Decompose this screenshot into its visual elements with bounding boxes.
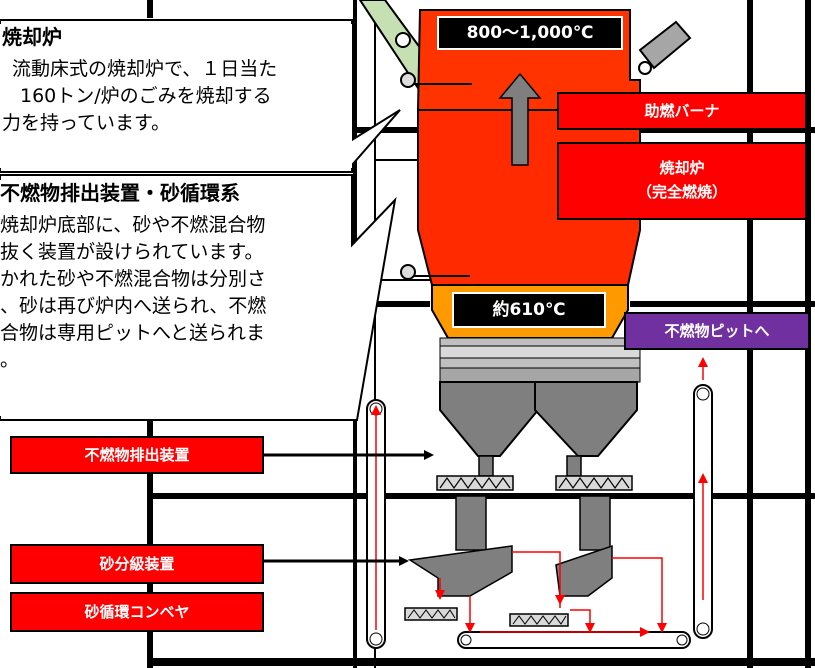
hopper-left	[439, 381, 539, 477]
classifier-right	[509, 613, 569, 627]
screen-left	[436, 475, 514, 491]
callout-body: 流動床式の焼却炉で、１日当た 160トン/炉のごみを焼却する 力を持っています。	[2, 56, 352, 137]
callout-title: 焼却炉	[2, 25, 62, 49]
callout-line: 合物は専用ピットへと送られま	[0, 322, 266, 344]
callout-line: 、砂は再び炉内へ送られ、不燃	[0, 295, 267, 317]
temp-label-top: 800〜1,000℃	[437, 16, 623, 50]
callout-discharge-system: 不燃物排出装置・砂循環系 焼却炉底部に、砂や不燃混合物 抜く装置が設けられていま…	[0, 180, 348, 416]
label-arrows	[264, 450, 434, 566]
flow-lines	[371, 357, 708, 637]
callout-body: 焼却炉底部に、砂や不燃混合物 抜く装置が設けられています。 かれた砂や不燃混合物…	[0, 212, 348, 374]
label-sand-conveyor: 砂循環コンベヤ	[10, 592, 264, 632]
callout-title: 不燃物排出装置・砂循環系	[0, 181, 240, 205]
burner-hardware	[638, 20, 692, 75]
to-pit-text: 不燃物ピットへ	[664, 322, 770, 340]
temp-mid-text: 約610℃	[492, 300, 566, 320]
screen-right	[555, 475, 633, 491]
temp-top-text: 800〜1,000℃	[466, 23, 594, 43]
callout-line: 焼却炉底部に、砂や不燃混合物	[0, 214, 266, 236]
burner-text: 助燃バーナ	[644, 102, 720, 120]
discharge-right	[555, 495, 613, 597]
label-furnace: 焼却炉 （完全燃焼）	[557, 142, 807, 220]
nozzle-upper	[400, 72, 472, 88]
callout-line: 。	[0, 349, 20, 371]
classifier-left	[404, 607, 458, 621]
callout-line: 流動床式の焼却炉で、１日当た	[12, 58, 278, 80]
temp-label-mid: 約610℃	[452, 292, 606, 328]
callout-line: かれた砂や不燃混合物は分別さ	[0, 268, 267, 290]
callout-line: 抜く装置が設けられています。	[0, 241, 264, 263]
label-burner: 助燃バーナ	[557, 92, 807, 130]
furnace-text-line1: 焼却炉	[659, 159, 705, 177]
nozzle-lower	[400, 264, 470, 280]
callout-incinerator: 焼却炉 流動床式の焼却炉で、１日当た 160トン/炉のごみを焼却する 力を持って…	[0, 24, 352, 168]
label-sand-classifier: 砂分級装置	[10, 544, 264, 584]
furnace-text-line2: （完全燃焼）	[636, 183, 727, 201]
flue-gas-arrow	[498, 72, 542, 166]
callout-line: 力を持っています。	[2, 112, 171, 134]
callout-line: 160トン/炉のごみを焼却する	[20, 85, 272, 107]
sand-bed	[439, 337, 641, 383]
conveyor-text: 砂循環コンベヤ	[84, 603, 190, 621]
label-to-pit: 不燃物ピットへ	[624, 312, 810, 350]
classifier-text: 砂分級装置	[99, 555, 175, 573]
label-discharge-device: 不燃物排出装置	[10, 436, 264, 474]
sand-circulation-conveyor	[457, 631, 691, 649]
discharge-text: 不燃物排出装置	[84, 446, 190, 464]
